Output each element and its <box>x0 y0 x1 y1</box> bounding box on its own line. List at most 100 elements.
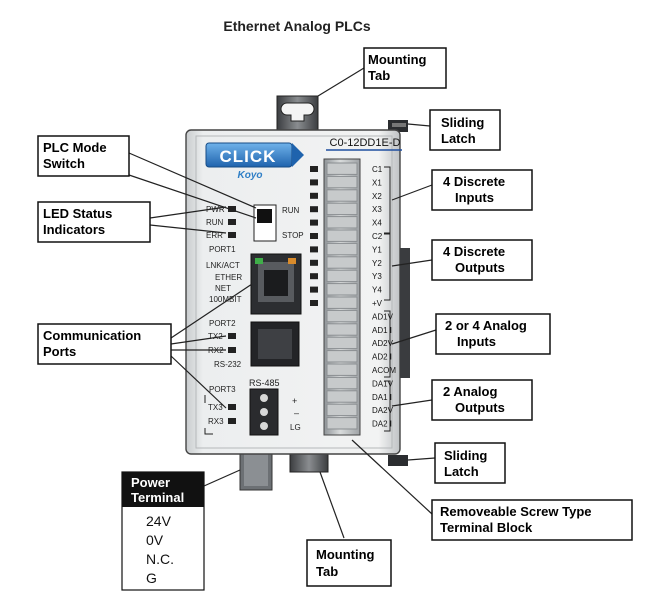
svg-text:Tab: Tab <box>316 564 338 579</box>
terminal-screw[interactable] <box>326 256 358 269</box>
svg-text:Switch: Switch <box>43 156 85 171</box>
svg-text:Indicators: Indicators <box>43 222 105 237</box>
terminal-label-y4: Y4 <box>372 286 382 295</box>
terminal-led <box>310 219 318 226</box>
terminal-screw[interactable] <box>326 350 358 363</box>
terminal-led <box>310 286 318 293</box>
terminal-brackets <box>384 166 391 432</box>
callout-led-status: LED Status Indicators <box>37 201 151 243</box>
led-err <box>228 232 236 238</box>
led-status-indicators: PWR RUN ERR <box>206 205 236 240</box>
terminal-screw[interactable] <box>326 242 358 256</box>
svg-text:4 Discrete: 4 Discrete <box>443 174 505 189</box>
terminal-screw[interactable] <box>326 309 358 323</box>
terminal-screw[interactable] <box>326 336 358 350</box>
callout-sliding-latch-top: Sliding Latch <box>429 109 501 151</box>
svg-text:Outputs: Outputs <box>455 260 505 275</box>
port1-lnk-act: LNK/ACT <box>206 261 240 270</box>
terminal-led <box>310 179 318 186</box>
svg-text:Tab: Tab <box>368 68 390 83</box>
svg-text:Mounting: Mounting <box>316 547 375 562</box>
callout-terminal-block: Removeable Screw Type Terminal Block <box>431 499 633 541</box>
port1-speed: 100MBIT <box>209 295 242 304</box>
terminal-label-da2-i: DA2 I <box>372 420 392 429</box>
terminal-label-y2: Y2 <box>372 259 382 268</box>
terminal-screw[interactable] <box>326 269 358 283</box>
terminal-screw[interactable] <box>326 189 358 202</box>
svg-text:Ports: Ports <box>43 344 76 359</box>
callout-analog-outputs: 2 Analog Outputs <box>431 379 533 421</box>
power-terminal-panel: Power Terminal 24V 0V N.C. G <box>121 469 241 591</box>
svg-text:2 Analog: 2 Analog <box>443 384 497 399</box>
terminal-screw[interactable] <box>326 417 358 430</box>
terminal-label-da2v: DA2V <box>372 406 394 415</box>
terminal-screw[interactable] <box>326 162 358 175</box>
power-title-1: Power <box>131 475 170 490</box>
terminal-led <box>310 233 318 239</box>
svg-text:Latch: Latch <box>444 464 479 479</box>
terminal-screw[interactable] <box>326 229 358 242</box>
svg-text:2 or 4 Analog: 2 or 4 Analog <box>445 318 527 333</box>
port3-name: PORT3 <box>209 385 236 394</box>
svg-text:4 Discrete: 4 Discrete <box>443 244 505 259</box>
port2-name: PORT2 <box>209 319 236 328</box>
terminal-screw[interactable] <box>326 216 358 229</box>
led-pwr-label: PWR <box>206 205 225 214</box>
port3-rx: RX3 <box>208 417 224 426</box>
svg-text:Removeable Screw Type: Removeable Screw Type <box>440 504 592 519</box>
terminal-screw[interactable] <box>326 390 358 403</box>
svg-text:Outputs: Outputs <box>455 400 505 415</box>
svg-text:Inputs: Inputs <box>455 190 494 205</box>
port1-name: PORT1 <box>209 245 236 254</box>
led-run-label: RUN <box>206 218 224 227</box>
terminal-label-y3: Y3 <box>372 272 382 281</box>
terminal-screw[interactable] <box>326 376 358 390</box>
terminal-label-x3: X3 <box>372 205 382 214</box>
callout-discrete-outputs: 4 Discrete Outputs <box>431 239 533 281</box>
logo-brand: Koyo <box>238 170 263 181</box>
sliding-latch-top <box>388 120 408 132</box>
sliding-latch-bottom <box>388 455 408 466</box>
terminal-screw[interactable] <box>326 403 358 417</box>
svg-text:Mounting: Mounting <box>368 52 427 67</box>
plc-mode-switch[interactable] <box>253 204 277 242</box>
terminal-block[interactable] <box>310 158 361 436</box>
terminal-screw[interactable] <box>326 323 358 336</box>
terminal-screw[interactable] <box>326 363 358 376</box>
port3-tx: TX3 <box>208 403 223 412</box>
port3-rs485: PORT3 TX3 RX3 RS-485 + – LG <box>204 378 301 436</box>
terminal-screw[interactable] <box>326 283 358 296</box>
terminal-screw[interactable] <box>326 296 358 309</box>
logo-text: CLICK <box>220 147 277 166</box>
terminal-label-da1v: DA1V <box>372 379 394 388</box>
terminal-led <box>310 166 318 172</box>
svg-text:Communication: Communication <box>43 328 141 343</box>
callout-communication-ports: Communication Ports <box>37 323 172 365</box>
svg-text:Sliding: Sliding <box>444 448 487 463</box>
terminal-screw[interactable] <box>326 202 358 216</box>
terminal-label-ad2-i: AD2 I <box>372 353 392 362</box>
terminal-screw[interactable] <box>326 175 358 189</box>
terminal-label-x2: X2 <box>372 192 382 201</box>
terminal-led <box>310 300 318 306</box>
led-err-label: ERR <box>206 231 223 240</box>
mode-run-label: RUN <box>282 206 300 215</box>
click-logo: CLICK Koyo <box>205 142 304 181</box>
leader-lines <box>128 67 437 539</box>
terminal-label-y1: Y1 <box>372 245 382 254</box>
terminal-label-da1-i: DA1 I <box>372 393 392 402</box>
terminal-led <box>310 206 318 213</box>
port3-lg: LG <box>290 423 301 432</box>
ether-green-led <box>255 258 263 264</box>
svg-text:LED Status: LED Status <box>43 206 112 221</box>
port2-type: RS-232 <box>214 360 242 369</box>
power-pin-nc: N.C. <box>146 551 174 567</box>
port2-tx: TX2 <box>208 332 223 341</box>
led-run <box>228 219 236 225</box>
mode-stop-label: STOP <box>282 231 304 240</box>
port3-type: RS-485 <box>249 378 280 388</box>
svg-text:Terminal Block: Terminal Block <box>440 520 533 535</box>
svg-text:PLC Mode: PLC Mode <box>43 140 107 155</box>
